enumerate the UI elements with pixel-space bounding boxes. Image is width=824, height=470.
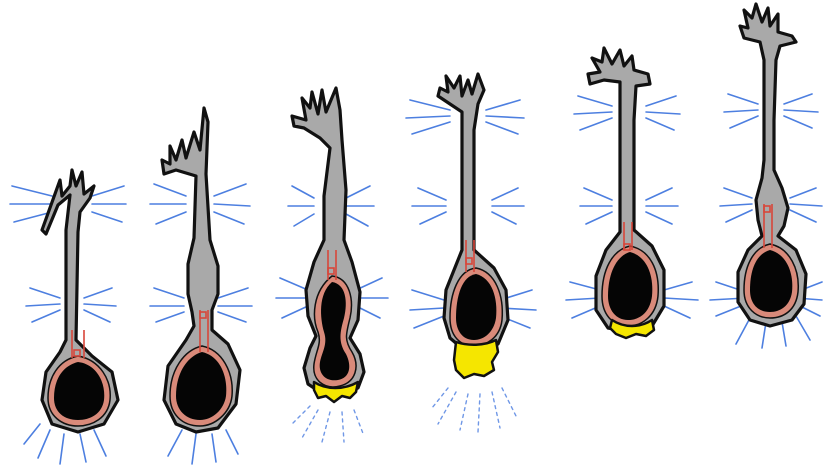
cell-stage-5 <box>566 48 698 338</box>
cell-stage-2 <box>150 108 252 464</box>
cell-stage-6 <box>710 4 822 348</box>
cell-stage-4 <box>406 74 536 432</box>
extrusion-bleb <box>454 340 498 378</box>
cell-stage-3 <box>276 88 388 442</box>
cell-stage-1 <box>10 170 126 464</box>
